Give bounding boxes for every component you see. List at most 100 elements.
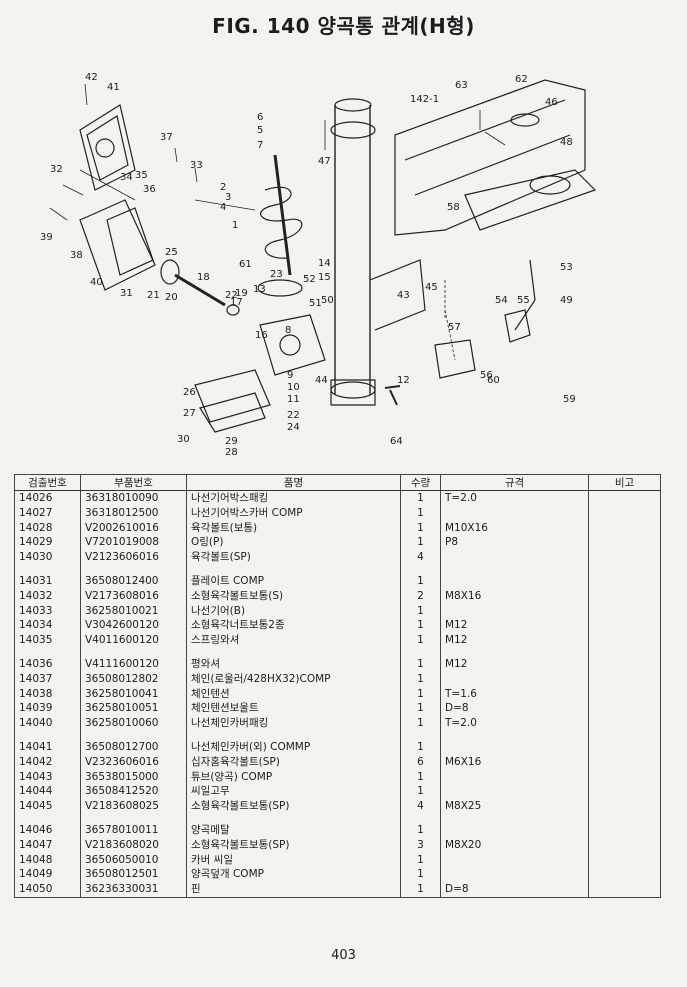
part-no-cell: V4111600120	[80, 656, 187, 672]
diagram-callout-label: 46	[545, 97, 558, 108]
diagram-callout-label: 2	[220, 182, 226, 193]
part-name-cell: 체인(로울러/428HX32)COMP	[186, 671, 401, 687]
quantity-cell: 4	[400, 799, 441, 814]
quantity-cell: 1	[400, 656, 441, 672]
quantity-cell: 1	[400, 882, 441, 898]
part-no-cell: 36508012501	[80, 867, 187, 883]
check-no-cell: 14032	[14, 588, 81, 604]
part-name-cell: 양곡덮개 COMP	[186, 867, 401, 883]
figure-title: FIG. 140 양곡통 관계(H형)	[212, 14, 475, 38]
spec-cell: M12	[440, 618, 589, 634]
diagram-callout-label: 42	[85, 72, 98, 83]
part-name-cell: O링(P)	[186, 535, 401, 551]
part-no-cell: 36508012400	[80, 573, 187, 589]
spec-cell: M6X16	[440, 754, 589, 770]
part-no-cell: 36258010051	[80, 701, 187, 717]
spec-cell: P8	[440, 535, 589, 551]
part-no-cell: 36508012700	[80, 739, 187, 755]
diagram-callout-label: 18	[197, 272, 210, 283]
part-name-cell: 나선체인카버패킹	[186, 716, 401, 731]
remarks-cell	[588, 490, 661, 506]
part-name-cell: 튜브(양곡) COMP	[186, 769, 401, 785]
part-no-cell: 36236330031	[80, 882, 187, 898]
diagram-callout-label: 59	[563, 394, 576, 405]
check-no-cell: 14035	[14, 633, 81, 648]
spec-cell	[440, 822, 589, 838]
diagram-callout-label: 41	[107, 82, 120, 93]
diagram-callout-label: 64	[390, 436, 403, 447]
part-no-cell: 36508012802	[80, 671, 187, 687]
diagram-callout-label: 61	[239, 259, 252, 270]
quantity-cell: 1	[400, 573, 441, 589]
col-header-spec: 규격	[440, 474, 589, 491]
check-no-cell: 14033	[14, 603, 81, 619]
check-no-cell: 14041	[14, 739, 81, 755]
part-no-cell: V4011600120	[80, 633, 187, 648]
check-no-cell: 14034	[14, 618, 81, 634]
diagram-callout-label: 48	[560, 137, 573, 148]
check-no-cell: 14042	[14, 754, 81, 770]
remarks-cell	[588, 686, 661, 702]
spec-cell: T=2.0	[440, 490, 589, 506]
diagram-callout-label: 20	[165, 292, 178, 303]
col-header-quantity: 수량	[400, 474, 441, 491]
diagram-callout-label: 57	[448, 322, 461, 333]
part-name-cell: 육각볼트(보통)	[186, 520, 401, 536]
diagram-callout-label: 45	[425, 282, 438, 293]
quantity-cell: 1	[400, 769, 441, 785]
diagram-callout-label: 3	[225, 192, 231, 203]
diagram-callout-label: 51	[309, 298, 322, 309]
remarks-cell	[588, 573, 661, 589]
part-name-cell: 카버 씨일	[186, 852, 401, 868]
diagram-callout-label: 37	[160, 132, 173, 143]
check-no-cell: 14040	[14, 716, 81, 731]
quantity-cell: 1	[400, 671, 441, 687]
remarks-cell	[588, 618, 661, 634]
quantity-cell: 6	[400, 754, 441, 770]
diagram-callout-label: 9	[287, 370, 293, 381]
spec-cell: M10X16	[440, 520, 589, 536]
diagram-callout-label: 38	[70, 250, 83, 261]
spec-cell	[440, 505, 589, 521]
diagram-callout-label: 53	[560, 262, 573, 273]
part-no-cell: 36578010011	[80, 822, 187, 838]
diagram-callout-label: 60	[487, 375, 500, 386]
remarks-cell	[588, 837, 661, 853]
col-header-part-no: 부품번호	[80, 474, 187, 491]
remarks-cell	[588, 754, 661, 770]
part-name-cell: 핀	[186, 882, 401, 898]
part-name-cell: 나선기어박스카버 COMP	[186, 505, 401, 521]
quantity-cell: 1	[400, 686, 441, 702]
part-no-cell: 36506050010	[80, 852, 187, 868]
col-header-part-name: 품명	[186, 474, 401, 491]
diagram-callout-label: 5	[257, 125, 263, 136]
diagram-callout-label: 50	[321, 295, 334, 306]
quantity-cell: 1	[400, 739, 441, 755]
check-no-cell: 14050	[14, 882, 81, 898]
diagram-callout-label: 6	[257, 112, 263, 123]
diagram-callout-label: 7	[257, 140, 263, 151]
diagram-callout-label: 19	[235, 288, 248, 299]
check-no-cell: 14036	[14, 656, 81, 672]
group-spacer-row	[14, 813, 661, 823]
spec-cell: T=1.6	[440, 686, 589, 702]
part-name-cell: 소형육각볼트보통(SP)	[186, 799, 401, 814]
part-no-cell: 36538015000	[80, 769, 187, 785]
remarks-cell	[588, 716, 661, 731]
check-no-cell: 14026	[14, 490, 81, 506]
diagram-callout-label: 13	[253, 284, 266, 295]
remarks-cell	[588, 656, 661, 672]
